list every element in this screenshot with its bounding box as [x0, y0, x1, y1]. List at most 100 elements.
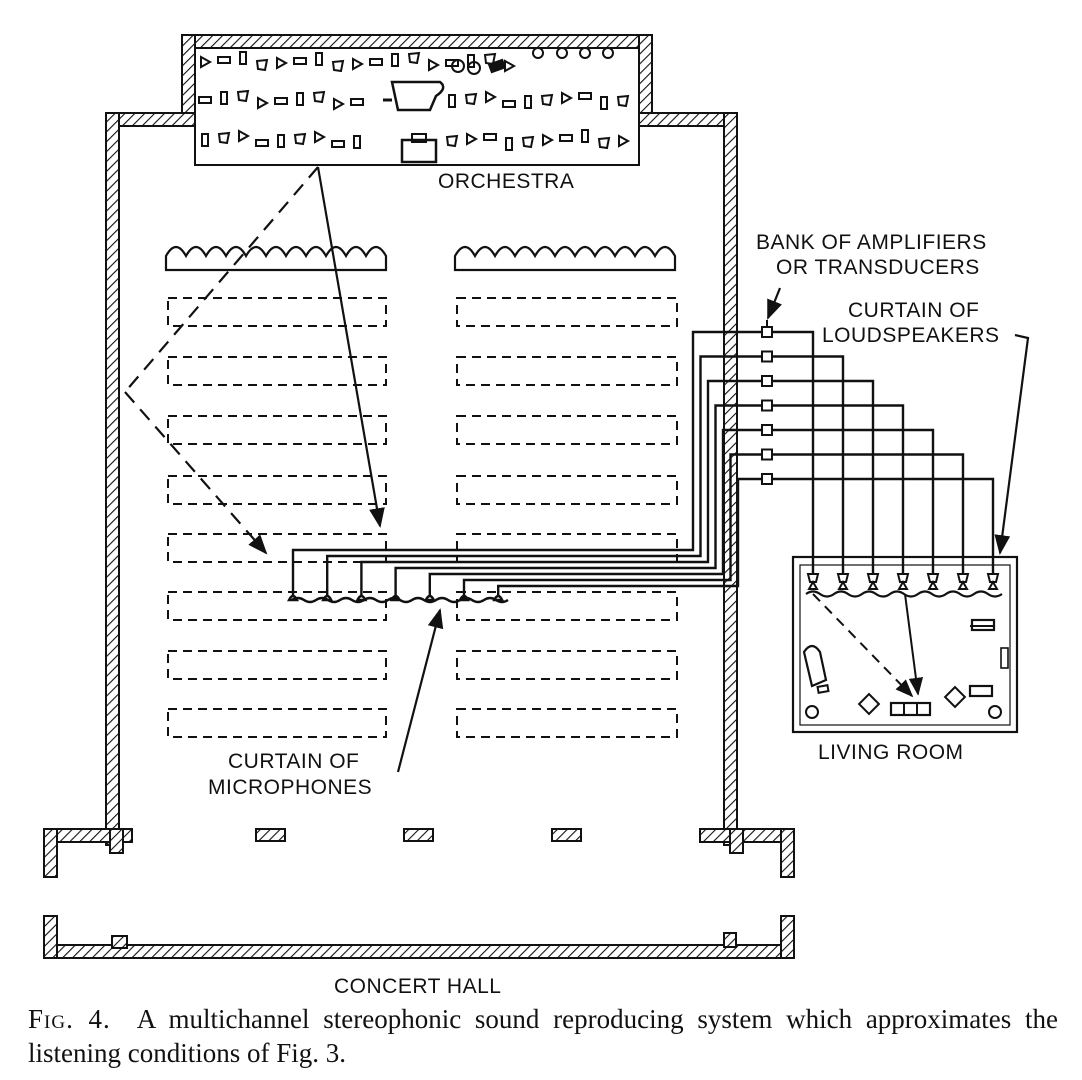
amplifier-icon	[761, 424, 773, 436]
player-icon	[217, 131, 231, 145]
seat-row-left	[167, 356, 387, 386]
microphone-icon	[287, 594, 299, 602]
player-icon	[274, 97, 288, 105]
player-icon	[255, 139, 269, 147]
bank-label-line1: BANK OF AMPLIFIERS	[756, 231, 987, 254]
player-icon	[201, 133, 209, 147]
player-icon	[559, 134, 573, 142]
bank-label-line2: OR TRANSDUCERS	[776, 256, 980, 279]
microphone-pointer	[396, 608, 444, 773]
diagram: ORCHESTRA BANK OF AMPLIFIERS OR TRANSDUC…	[43, 34, 1030, 998]
seat-row-left	[167, 475, 387, 505]
seat-row-left	[167, 297, 387, 327]
channel-cables	[291, 330, 995, 596]
seat-row-right	[456, 708, 678, 738]
seat-row-left	[167, 415, 387, 445]
player-icon	[561, 91, 574, 105]
channel-cable	[497, 477, 995, 596]
seat-row-left	[167, 650, 387, 680]
player-icon	[616, 94, 630, 108]
seating	[164, 245, 678, 738]
loudspeaker-icon	[896, 573, 910, 590]
player-icon	[524, 95, 532, 109]
living-room-label: LIVING ROOM	[818, 741, 964, 764]
player-icon	[466, 132, 479, 146]
seat-row-right	[456, 650, 678, 680]
microphone-curtain	[287, 594, 509, 604]
seat-row-right	[456, 475, 678, 505]
concert-hall-label: CONCERT HALL	[334, 975, 501, 998]
player-icon	[276, 56, 289, 70]
amplifier-bank	[761, 320, 773, 485]
player-icon	[448, 94, 456, 108]
player-icon	[200, 55, 213, 69]
player-icon	[198, 96, 212, 104]
player-icon	[331, 140, 345, 148]
player-icon	[445, 134, 459, 148]
microphone-icon	[321, 594, 334, 602]
seat-row-right	[456, 533, 678, 563]
channel-cable	[462, 453, 965, 596]
loudspeaker-icon	[806, 573, 820, 590]
player-icon	[485, 90, 498, 104]
player-icon	[236, 89, 250, 103]
bank-pointer	[766, 287, 782, 320]
sound-paths	[124, 166, 385, 555]
player-icon	[296, 92, 304, 106]
loudspeaker-icon	[866, 573, 880, 590]
amplifier-icon	[761, 473, 773, 485]
player-icon	[369, 58, 383, 66]
player-icon	[239, 51, 247, 65]
caption-text: A multichannel stereophonic sound reprod…	[28, 1004, 1058, 1068]
seat-row-left	[167, 533, 387, 563]
microphone-icon	[458, 594, 470, 602]
player-icon	[353, 135, 361, 149]
seat-row-right	[456, 356, 678, 386]
player-icon	[331, 59, 345, 73]
seat-row-right	[456, 297, 678, 327]
amplifier-icon	[761, 326, 773, 338]
loudspeaker-icon	[926, 573, 940, 590]
player-icon	[312, 90, 326, 104]
orchestra-stage	[194, 47, 640, 166]
orchestra-label: ORCHESTRA	[438, 170, 574, 193]
seat-row-right	[456, 591, 678, 621]
amplifier-icon	[761, 375, 773, 387]
seat-row-right	[456, 415, 678, 445]
loudspeaker-icon	[956, 573, 970, 590]
player-icon	[391, 53, 399, 67]
figure-caption: Fig. 4. A multichannel stereophonic soun…	[28, 1002, 1058, 1070]
amplifier-icon	[761, 350, 773, 363]
orchestra-players	[198, 51, 631, 151]
microphone-icon	[355, 594, 368, 602]
player-icon	[217, 56, 231, 64]
piano-icon	[390, 80, 445, 112]
player-icon	[521, 135, 535, 149]
player-icon	[483, 133, 497, 141]
player-icon	[542, 133, 555, 147]
player-icon	[600, 96, 608, 110]
player-icon	[293, 132, 307, 146]
player-icon	[618, 134, 631, 148]
amplifier-icon	[761, 448, 773, 461]
channel-cable	[291, 330, 815, 596]
microphone-icon	[423, 594, 436, 602]
player-icon	[581, 129, 589, 143]
player-icon	[540, 93, 554, 107]
living-room	[791, 555, 1019, 734]
player-icon	[350, 98, 364, 106]
loudspeaker-icon	[836, 573, 850, 590]
player-icon	[333, 97, 346, 111]
player-icon	[255, 58, 269, 72]
player-icon	[220, 91, 228, 105]
player-icon	[428, 58, 441, 72]
player-icon	[293, 57, 307, 65]
curtain-loudspeakers-line1: CURTAIN OF	[848, 299, 979, 322]
curtain-microphones-line1: CURTAIN OF	[228, 750, 359, 773]
player-icon	[597, 136, 611, 150]
player-icon	[257, 96, 270, 110]
channel-cable	[326, 355, 845, 596]
microphone-icon	[389, 594, 402, 602]
drum-icon	[400, 138, 438, 164]
loudspeaker-pointer	[994, 333, 1030, 555]
